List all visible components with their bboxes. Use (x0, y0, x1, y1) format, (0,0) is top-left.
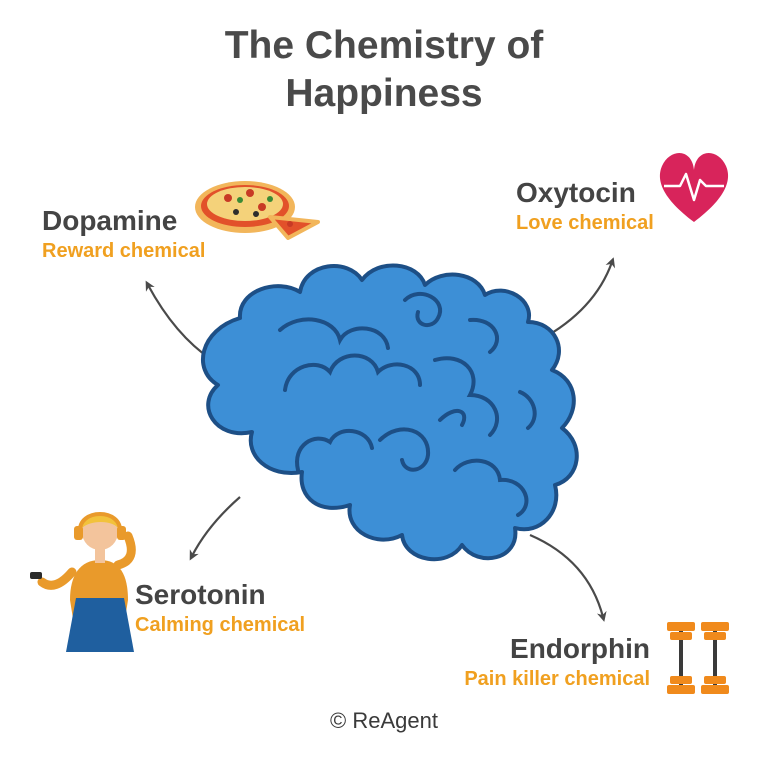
title-line-2: Happiness (285, 72, 483, 115)
heart-icon (659, 152, 729, 222)
serotonin-label: Serotonin Calming chemical (135, 578, 305, 638)
arrow-dopamine (145, 280, 213, 361)
pizza-icon (195, 181, 320, 240)
brain-icon (201, 263, 579, 562)
endorphin-name: Endorphin (510, 633, 650, 664)
page-title: The Chemistry of Happiness (0, 22, 768, 118)
dopamine-name: Dopamine (42, 205, 178, 236)
endorphin-label: Endorphin Pain killer chemical (464, 632, 650, 692)
endorphin-description: Pain killer chemical (464, 668, 650, 690)
oxytocin-label: Oxytocin Love chemical (516, 176, 654, 236)
arrow-endorphin (529, 533, 607, 622)
serotonin-name: Serotonin (135, 579, 266, 610)
copyright-credit: © ReAgent (330, 708, 438, 733)
woman-headphones-icon (30, 512, 136, 652)
arrow-serotonin (189, 496, 241, 561)
dopamine-label: Dopamine Reward chemical (42, 204, 205, 264)
oxytocin-description: Love chemical (516, 212, 654, 234)
serotonin-description: Calming chemical (135, 614, 306, 636)
dumbbell-icon (667, 622, 729, 694)
dopamine-description: Reward chemical (42, 240, 206, 262)
oxytocin-name: Oxytocin (516, 177, 636, 208)
title-line-1: The Chemistry of (224, 24, 544, 67)
